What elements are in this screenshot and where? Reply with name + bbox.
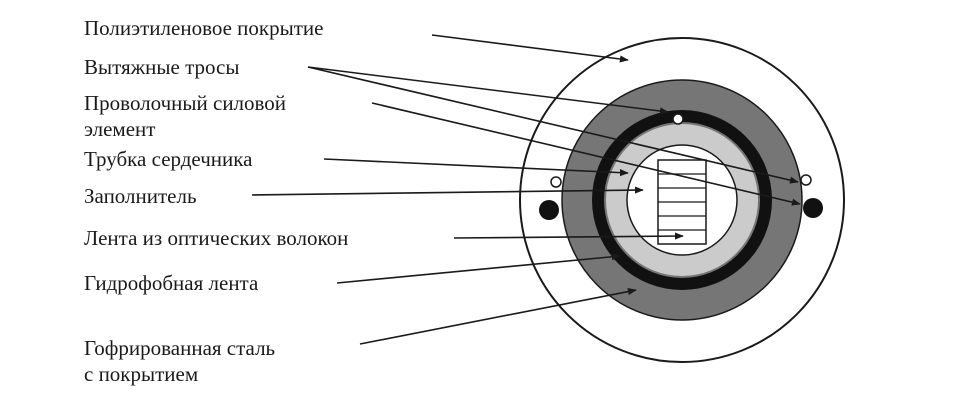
leader-pull-wire-2: [307, 66, 799, 184]
pull-wire-right: [800, 174, 812, 186]
label-core-tube: Трубка сердечника: [84, 147, 253, 171]
label-polyethylene-sheath: Полиэтиленовое покрытие: [84, 16, 323, 40]
wire-strength-member-left: [539, 200, 559, 220]
optical-fiber-ribbon-stack: [657, 159, 707, 245]
leader-hydrophobic-tape: [336, 253, 621, 284]
leader-filler: [251, 186, 644, 196]
wire-strength-member-right: [803, 198, 823, 218]
label-hydrophobic-tape: Гидрофобная лента: [84, 271, 259, 295]
leader-pe-sheath: [431, 34, 629, 63]
leader-corrugated-steel: [359, 288, 637, 345]
leader-lines: [251, 34, 801, 345]
leader-pull-wire-1: [307, 66, 669, 115]
label-wire-strength-member-line2: элемент: [84, 117, 155, 141]
leader-strength-member: [371, 102, 801, 206]
labels: Полиэтиленовое покрытие Вытяжные тросы П…: [84, 16, 348, 386]
label-wire-strength-member-line1: Проволочный силовой: [84, 91, 286, 115]
cable-cross-section: [519, 37, 845, 363]
pull-wire-left: [550, 176, 562, 188]
label-corrugated-steel-line1: Гофрированная сталь: [84, 336, 275, 360]
leader-fiber-ribbon: [453, 232, 684, 240]
label-filler: Заполнитель: [84, 184, 197, 208]
label-corrugated-steel-line2: с покрытием: [84, 362, 198, 386]
label-pull-wires: Вытяжные тросы: [84, 55, 240, 79]
leader-core-tube: [323, 158, 629, 177]
label-fiber-ribbon: Лента из оптических волокон: [84, 226, 348, 250]
pull-wire-top: [672, 113, 684, 125]
